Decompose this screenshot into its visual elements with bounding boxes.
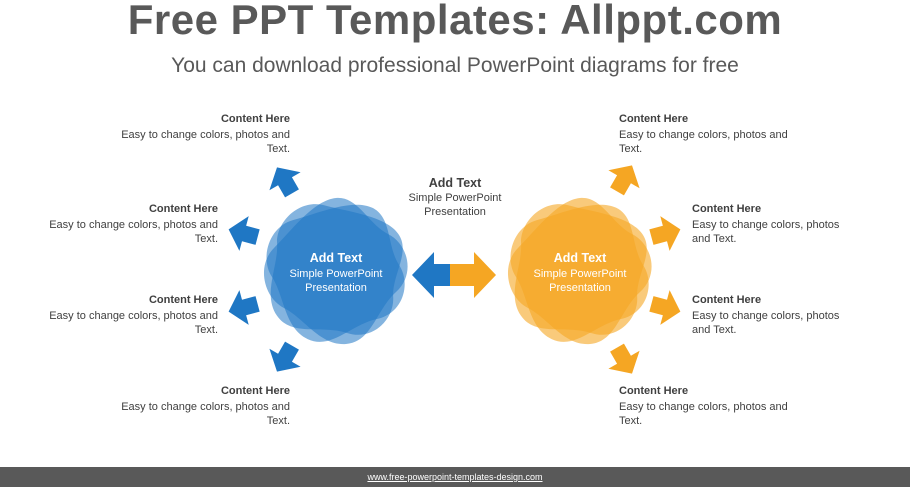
content-body: Easy to change colors, photos	[692, 310, 840, 322]
content-heading: Content Here	[220, 113, 290, 125]
page-subtitle: You can download professional PowerPoint…	[171, 54, 739, 77]
left-arrow-icon	[412, 252, 458, 298]
content-body: Easy to change colors, photos and	[121, 129, 290, 141]
right-flower-line1: Simple PowerPoint	[533, 268, 627, 280]
content-heading: Content Here	[619, 385, 689, 397]
right-arrow-icon	[450, 252, 496, 298]
arrow-icon	[223, 286, 263, 330]
right-content-block-3: Content Here Easy to change colors, phot…	[692, 293, 892, 337]
content-body: Easy to change colors, photos	[692, 219, 840, 231]
left-flower-line2: Presentation	[305, 282, 367, 294]
arrow-icon	[601, 156, 648, 201]
right-flower-label: Add Text Simple PowerPoint Presentation	[520, 251, 640, 295]
left-content-block-2: Content Here Easy to change colors, phot…	[20, 202, 218, 246]
right-content-block-2: Content Here Easy to change colors, phot…	[692, 202, 892, 246]
content-body: Easy to change colors, photos and	[619, 401, 788, 413]
arrow-icon	[646, 211, 686, 255]
footer-link[interactable]: www.free-powerpoint-templates-design.com	[367, 472, 543, 482]
left-flower-title: Add Text	[309, 251, 363, 265]
center-line2: Presentation	[424, 206, 486, 218]
content-body: Text.	[194, 324, 218, 336]
right-content-block-4: Content Here Easy to change colors, phot…	[619, 384, 819, 428]
center-text: Add Text Simple PowerPoint Presentation	[395, 176, 515, 219]
content-heading: Content Here	[619, 113, 689, 125]
right-content-block-1: Content Here Easy to change colors, phot…	[619, 112, 819, 156]
content-heading: Content Here	[220, 385, 290, 397]
arrow-icon	[223, 211, 263, 255]
content-body: Text.	[266, 415, 290, 427]
arrow-icon	[601, 338, 648, 383]
center-title: Add Text	[428, 176, 482, 190]
left-flower-label: Add Text Simple PowerPoint Presentation	[276, 251, 396, 295]
content-heading: Content Here	[692, 294, 762, 306]
content-body: Text.	[619, 143, 643, 155]
arrow-icon	[646, 286, 686, 330]
content-body: Text.	[194, 233, 218, 245]
arrow-icon	[261, 336, 308, 381]
left-content-block-3: Content Here Easy to change colors, phot…	[20, 293, 218, 337]
content-body: Text.	[619, 415, 643, 427]
content-body: Easy to change colors, photos and	[121, 401, 290, 413]
footer-bar: www.free-powerpoint-templates-design.com	[0, 467, 910, 487]
left-flower-line1: Simple PowerPoint	[289, 268, 383, 280]
arrow-icon	[261, 158, 308, 203]
content-heading: Content Here	[148, 294, 218, 306]
content-body: Easy to change colors, photos and	[49, 310, 218, 322]
content-body: Text.	[266, 143, 290, 155]
page-title: Free PPT Templates: Allppt.com	[127, 0, 783, 43]
content-body: Easy to change colors, photos and	[619, 129, 788, 141]
content-heading: Content Here	[148, 203, 218, 215]
center-arrows	[412, 252, 496, 298]
content-body: and Text.	[692, 233, 737, 245]
right-flower-line2: Presentation	[549, 282, 611, 294]
center-line1: Simple PowerPoint	[408, 192, 502, 204]
left-content-block-1: Content Here Easy to change colors, phot…	[90, 112, 290, 156]
content-body: Easy to change colors, photos and	[49, 219, 218, 231]
left-content-block-4: Content Here Easy to change colors, phot…	[90, 384, 290, 428]
content-heading: Content Here	[692, 203, 762, 215]
right-flower-title: Add Text	[553, 251, 607, 265]
content-body: and Text.	[692, 324, 737, 336]
